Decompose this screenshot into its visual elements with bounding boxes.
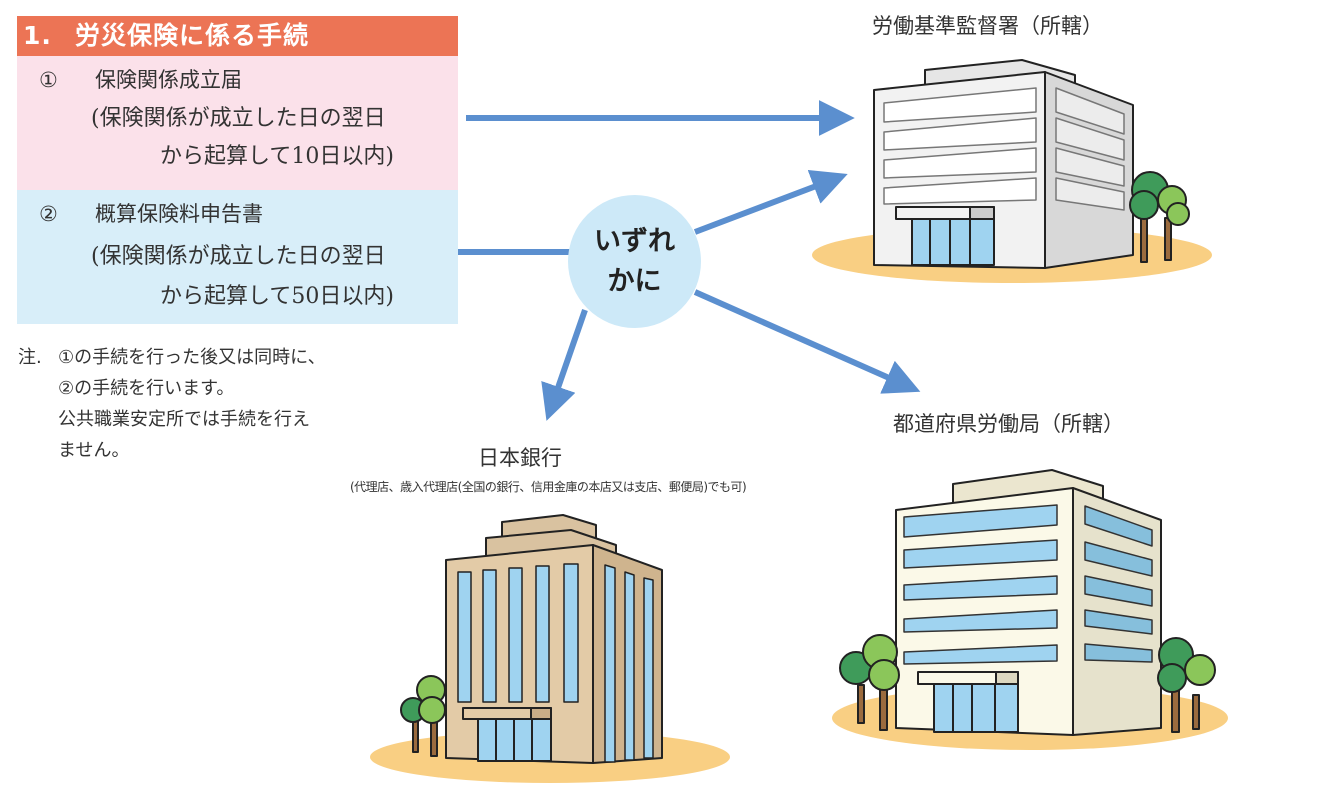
note-line-1: ①の手続を行った後又は同時に、 [58,347,326,368]
item-2-deadline-line2: から起算して50日以内) [160,284,394,309]
item-1-box: ① 保険関係成立届 (保険関係が成立した日の翌日 から起算して10日以内) [17,56,458,190]
section-title: 労災保険に係る手続 [75,21,310,50]
item-2-title-row: ② 概算保険料申告書 [39,198,263,228]
item-2-marker: ② [39,202,58,226]
note-label: 注. [18,347,42,368]
arrow-hub-to-bank [541,309,588,421]
bank-sublabel: (代理店、歳入代理店(全国の銀行、信用金庫の本店又は支店、郵便局)でも可) [350,480,747,494]
item-2-title: 概算保険料申告書 [95,202,263,226]
item-1-deadline-line1: (保険関係が成立した日の翌日 [91,106,386,131]
note-line-3: 公共職業安定所では手続を行え [58,409,310,430]
bank-label: 日本銀行 [478,446,562,470]
item-1-marker: ① [39,68,58,92]
bank-building-icon [370,514,730,783]
prefectural-bureau-building-icon [832,469,1228,750]
hub-text-line1: いずれ [594,225,675,257]
item-1-title: 保険関係成立届 [95,68,242,92]
note-line-4: ません。 [58,440,130,461]
labor-office-building-icon [812,59,1212,283]
note: 注. ①の手続を行った後又は同時に、 ②の手続を行います。 公共職業安定所では手続… [18,342,326,466]
item-2-deadline-line1: (保険関係が成立した日の翌日 [91,244,386,269]
note-line-2: ②の手続を行います。 [58,378,235,399]
section-number: 1. [23,21,52,50]
prefectural-bureau-label: 都道府県労働局（所轄） [893,412,1124,436]
labor-office-label: 労働基準監督署（所轄） [872,14,1103,38]
either-hub-bubble: いずれ かに [568,195,701,328]
item-1-title-row: ① 保険関係成立届 [39,64,242,94]
hub-text-line2: かに [607,265,662,297]
arrow-hub-to-prefectural-bureau [693,289,921,394]
item-2-box: ② 概算保険料申告書 (保険関係が成立した日の翌日 から起算して50日以内) [17,190,458,324]
arrow-hub-to-labor-office [693,169,848,235]
section-header: 1. 労災保険に係る手続 [17,16,458,56]
item-1-deadline-line2: から起算して10日以内) [160,144,394,169]
